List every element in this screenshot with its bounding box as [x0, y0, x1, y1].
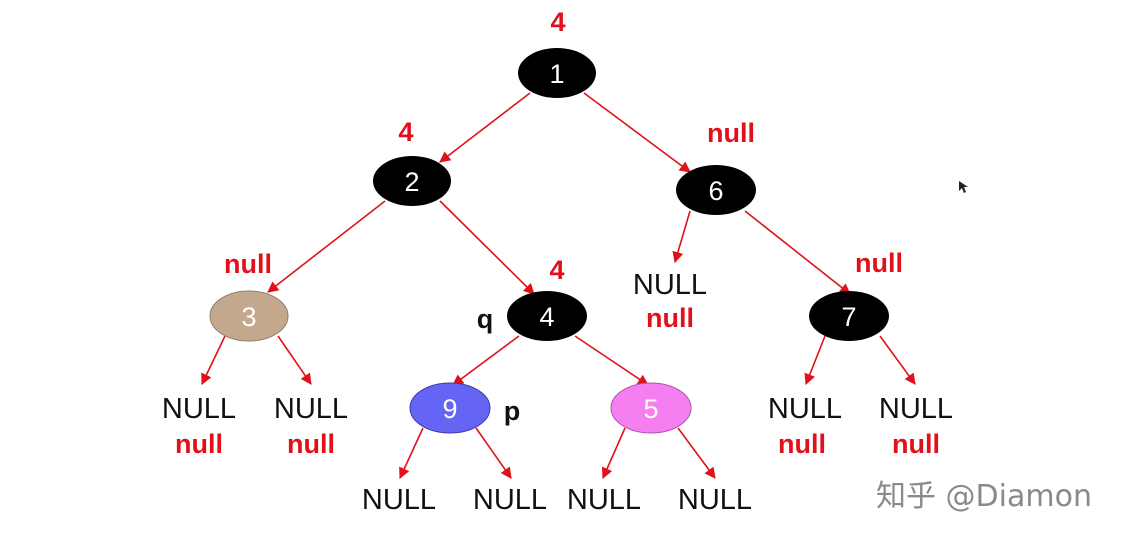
return-node-2: 4 [398, 117, 413, 147]
node-7-shape [809, 291, 889, 341]
null-leaf-3-right: NULL [274, 393, 348, 425]
node-7-label: 7 [841, 302, 856, 332]
var-p-label: p [504, 396, 521, 426]
null-leaf-9-left: NULL [362, 484, 436, 516]
node-7: 7 [809, 291, 889, 341]
null-return-7-left: null [778, 429, 826, 459]
null-return-3-left: null [175, 429, 223, 459]
node-9-label: 9 [442, 394, 457, 424]
edge-1-6 [583, 92, 691, 173]
edges [201, 92, 916, 480]
node-6: 6 [676, 165, 756, 215]
edge-3-null-right [277, 335, 312, 385]
null-leaf-7-right: NULL [879, 393, 953, 425]
node-1-shape [518, 48, 596, 98]
null-leaf-7-left: NULL [768, 393, 842, 425]
node-1: 1 [518, 48, 596, 98]
node-4-shape [507, 291, 587, 341]
null-leaf-3-left: NULL [162, 393, 236, 425]
null-return-7-right: null [892, 429, 940, 459]
node-2-label: 2 [404, 167, 419, 197]
node-3-shape [209, 290, 289, 342]
var-q-label: q [477, 304, 494, 334]
node-6-shape [676, 165, 756, 215]
edge-4-5 [574, 335, 649, 386]
node-4: 4 [507, 291, 587, 341]
return-node-1: 4 [550, 7, 565, 37]
edge-9-null-right [475, 427, 512, 479]
edge-5-null-left [601, 427, 626, 480]
edge-2-4 [439, 200, 535, 295]
null-return-6-left: null [646, 303, 694, 333]
node-1-label: 1 [549, 59, 564, 89]
node-6-label: 6 [708, 176, 723, 206]
node-5: 5 [610, 382, 692, 434]
edge-3-null-left [201, 335, 226, 386]
null-leaf-6-left: NULL [633, 269, 707, 301]
return-node-6: null [707, 118, 755, 148]
return-node-3: null [224, 249, 272, 279]
return-node-4: 4 [549, 255, 564, 285]
return-node-7: null [855, 248, 903, 278]
edge-4-9 [452, 335, 520, 386]
node-5-shape [610, 382, 692, 434]
edge-7-null-left [804, 335, 826, 386]
edge-9-null-left [399, 427, 424, 480]
watermark: 知乎 @Diamon [876, 479, 1092, 514]
node-9-shape [409, 382, 491, 434]
node-5-label: 5 [643, 394, 658, 424]
return-annotations: 4 4 null null 4 null [224, 7, 903, 285]
mouse-pointer-icon [959, 181, 968, 193]
node-2-shape [373, 156, 451, 206]
edge-5-null-right [677, 427, 716, 479]
null-leaf-5-left: NULL [567, 484, 641, 516]
null-leaf-5-right: NULL [678, 484, 752, 516]
node-3: 3 [209, 290, 289, 342]
null-return-3-right: null [287, 429, 335, 459]
edge-7-null-right [879, 335, 916, 385]
node-3-label: 3 [241, 302, 256, 332]
edge-6-7 [744, 210, 851, 295]
edge-6-null [672, 210, 691, 264]
edge-1-2 [439, 92, 531, 163]
node-2: 2 [373, 156, 451, 206]
null-leaves: NULL null NULL null NULL null NULL null … [162, 269, 953, 516]
node-9: 9 [409, 382, 491, 434]
null-leaf-9-right: NULL [473, 484, 547, 516]
node-4-label: 4 [539, 302, 554, 332]
edge-2-3 [267, 200, 386, 293]
